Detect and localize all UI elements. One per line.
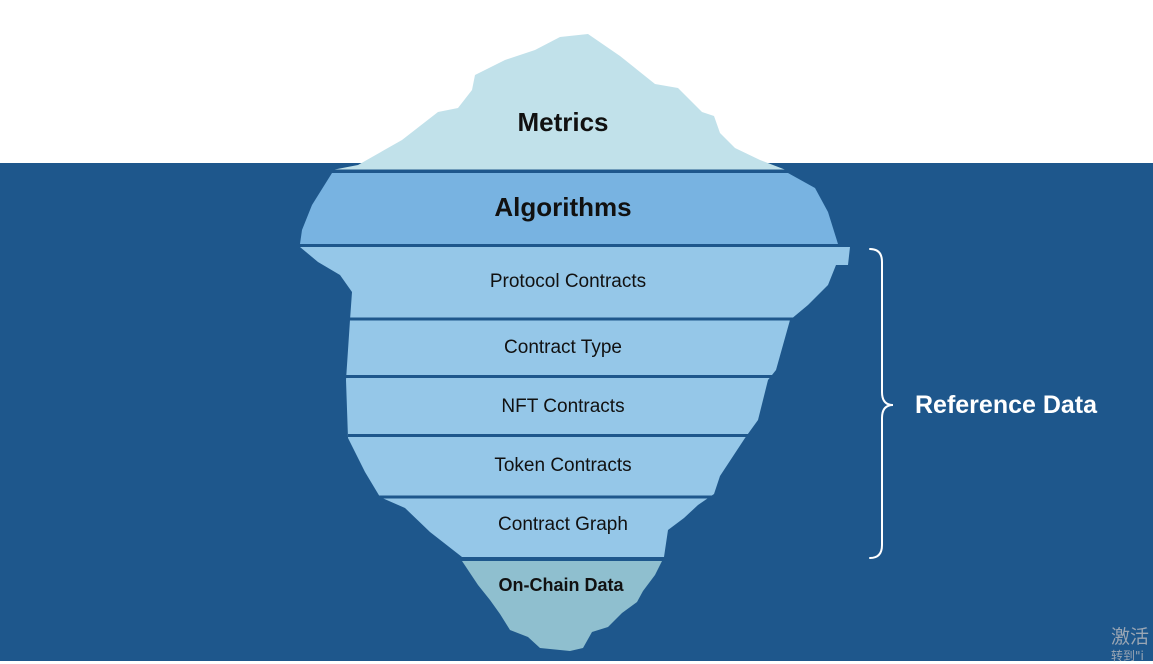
layer-label-nft-contracts: NFT Contracts (501, 396, 625, 417)
reference-data-bracket (869, 248, 894, 559)
layer-label-token-contracts: Token Contracts (494, 455, 632, 476)
watermark-line-1: 激活 (1111, 626, 1150, 648)
reference-data-label: Reference Data (915, 391, 1098, 419)
layer-label-contract-graph: Contract Graph (498, 514, 628, 535)
iceberg-body-reference-data (300, 247, 850, 557)
iceberg-layer-algorithms (300, 173, 838, 244)
layer-label-on-chain-data: On-Chain Data (498, 575, 624, 595)
watermark-line-2: 转到"i (1111, 649, 1144, 663)
layer-label-contract-type: Contract Type (504, 337, 622, 358)
iceberg-tip-metrics (332, 34, 786, 170)
layer-label-metrics: Metrics (517, 107, 609, 137)
iceberg-layer-on-chain-data (462, 561, 662, 651)
layer-label-algorithms: Algorithms (494, 192, 632, 222)
layer-label-protocol-contracts: Protocol Contracts (489, 271, 647, 292)
